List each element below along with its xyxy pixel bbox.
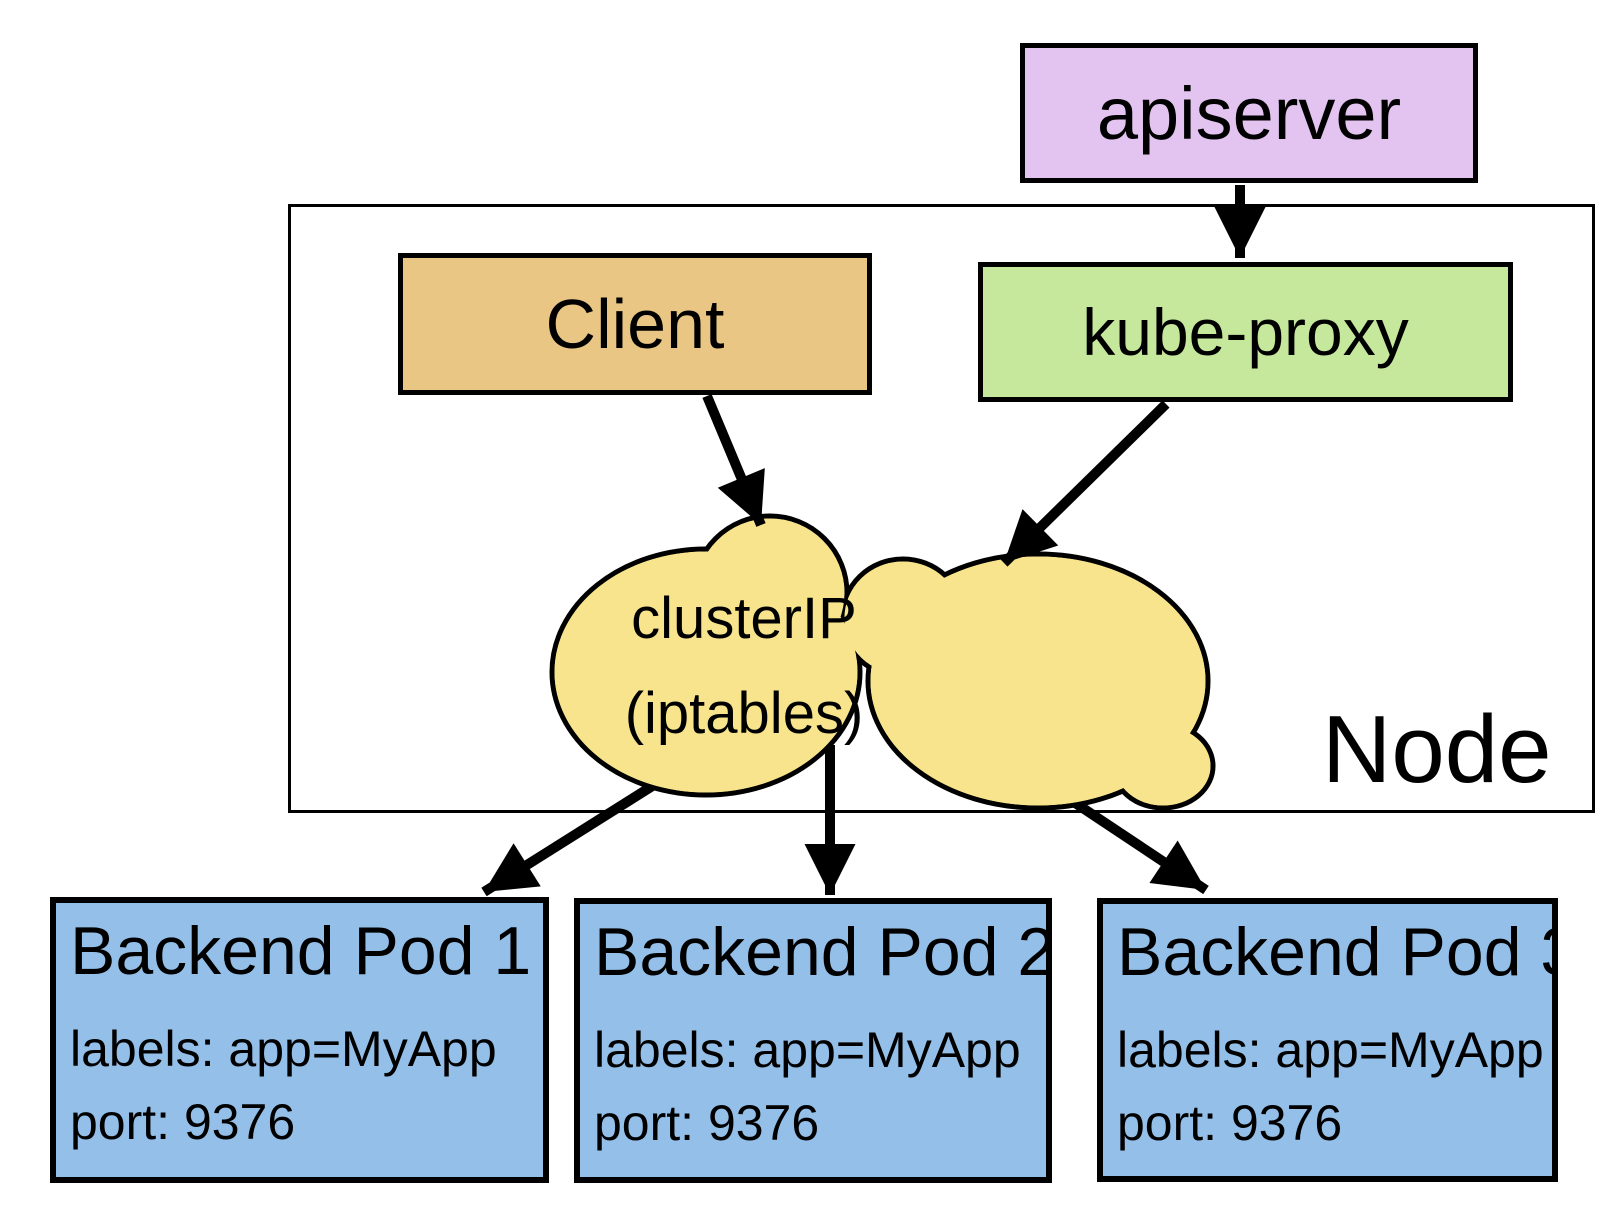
apiserver-label: apiserver — [1096, 71, 1402, 155]
pod-labels: labels: app=MyApp — [70, 1021, 497, 1078]
pod-labels: labels: app=MyApp — [594, 1022, 1021, 1079]
backend-pod-3-box: Backend Pod 3 labels: app=MyApp port: 93… — [1097, 898, 1558, 1182]
backend-pod-1-box: Backend Pod 1 labels: app=MyApp port: 93… — [50, 897, 549, 1183]
pod-title: Backend Pod 1 — [70, 913, 532, 989]
kube-proxy-box: kube-proxy — [978, 262, 1513, 402]
client-box: Client — [398, 253, 872, 395]
pod-labels: labels: app=MyApp — [1117, 1022, 1544, 1079]
backend-pod-2-box: Backend Pod 2 labels: app=MyApp port: 93… — [574, 898, 1052, 1183]
node-label: Node — [1322, 696, 1552, 803]
pod-port: port: 9376 — [70, 1094, 296, 1151]
pod-port: port: 9376 — [1117, 1095, 1343, 1152]
pod-title: Backend Pod 2 — [594, 914, 1052, 990]
pod-title: Backend Pod 3 — [1117, 914, 1558, 990]
kube-proxy-label: kube-proxy — [1082, 295, 1409, 369]
client-label: Client — [545, 285, 725, 363]
apiserver-box: apiserver — [1020, 43, 1478, 183]
pod-port: port: 9376 — [594, 1095, 820, 1152]
